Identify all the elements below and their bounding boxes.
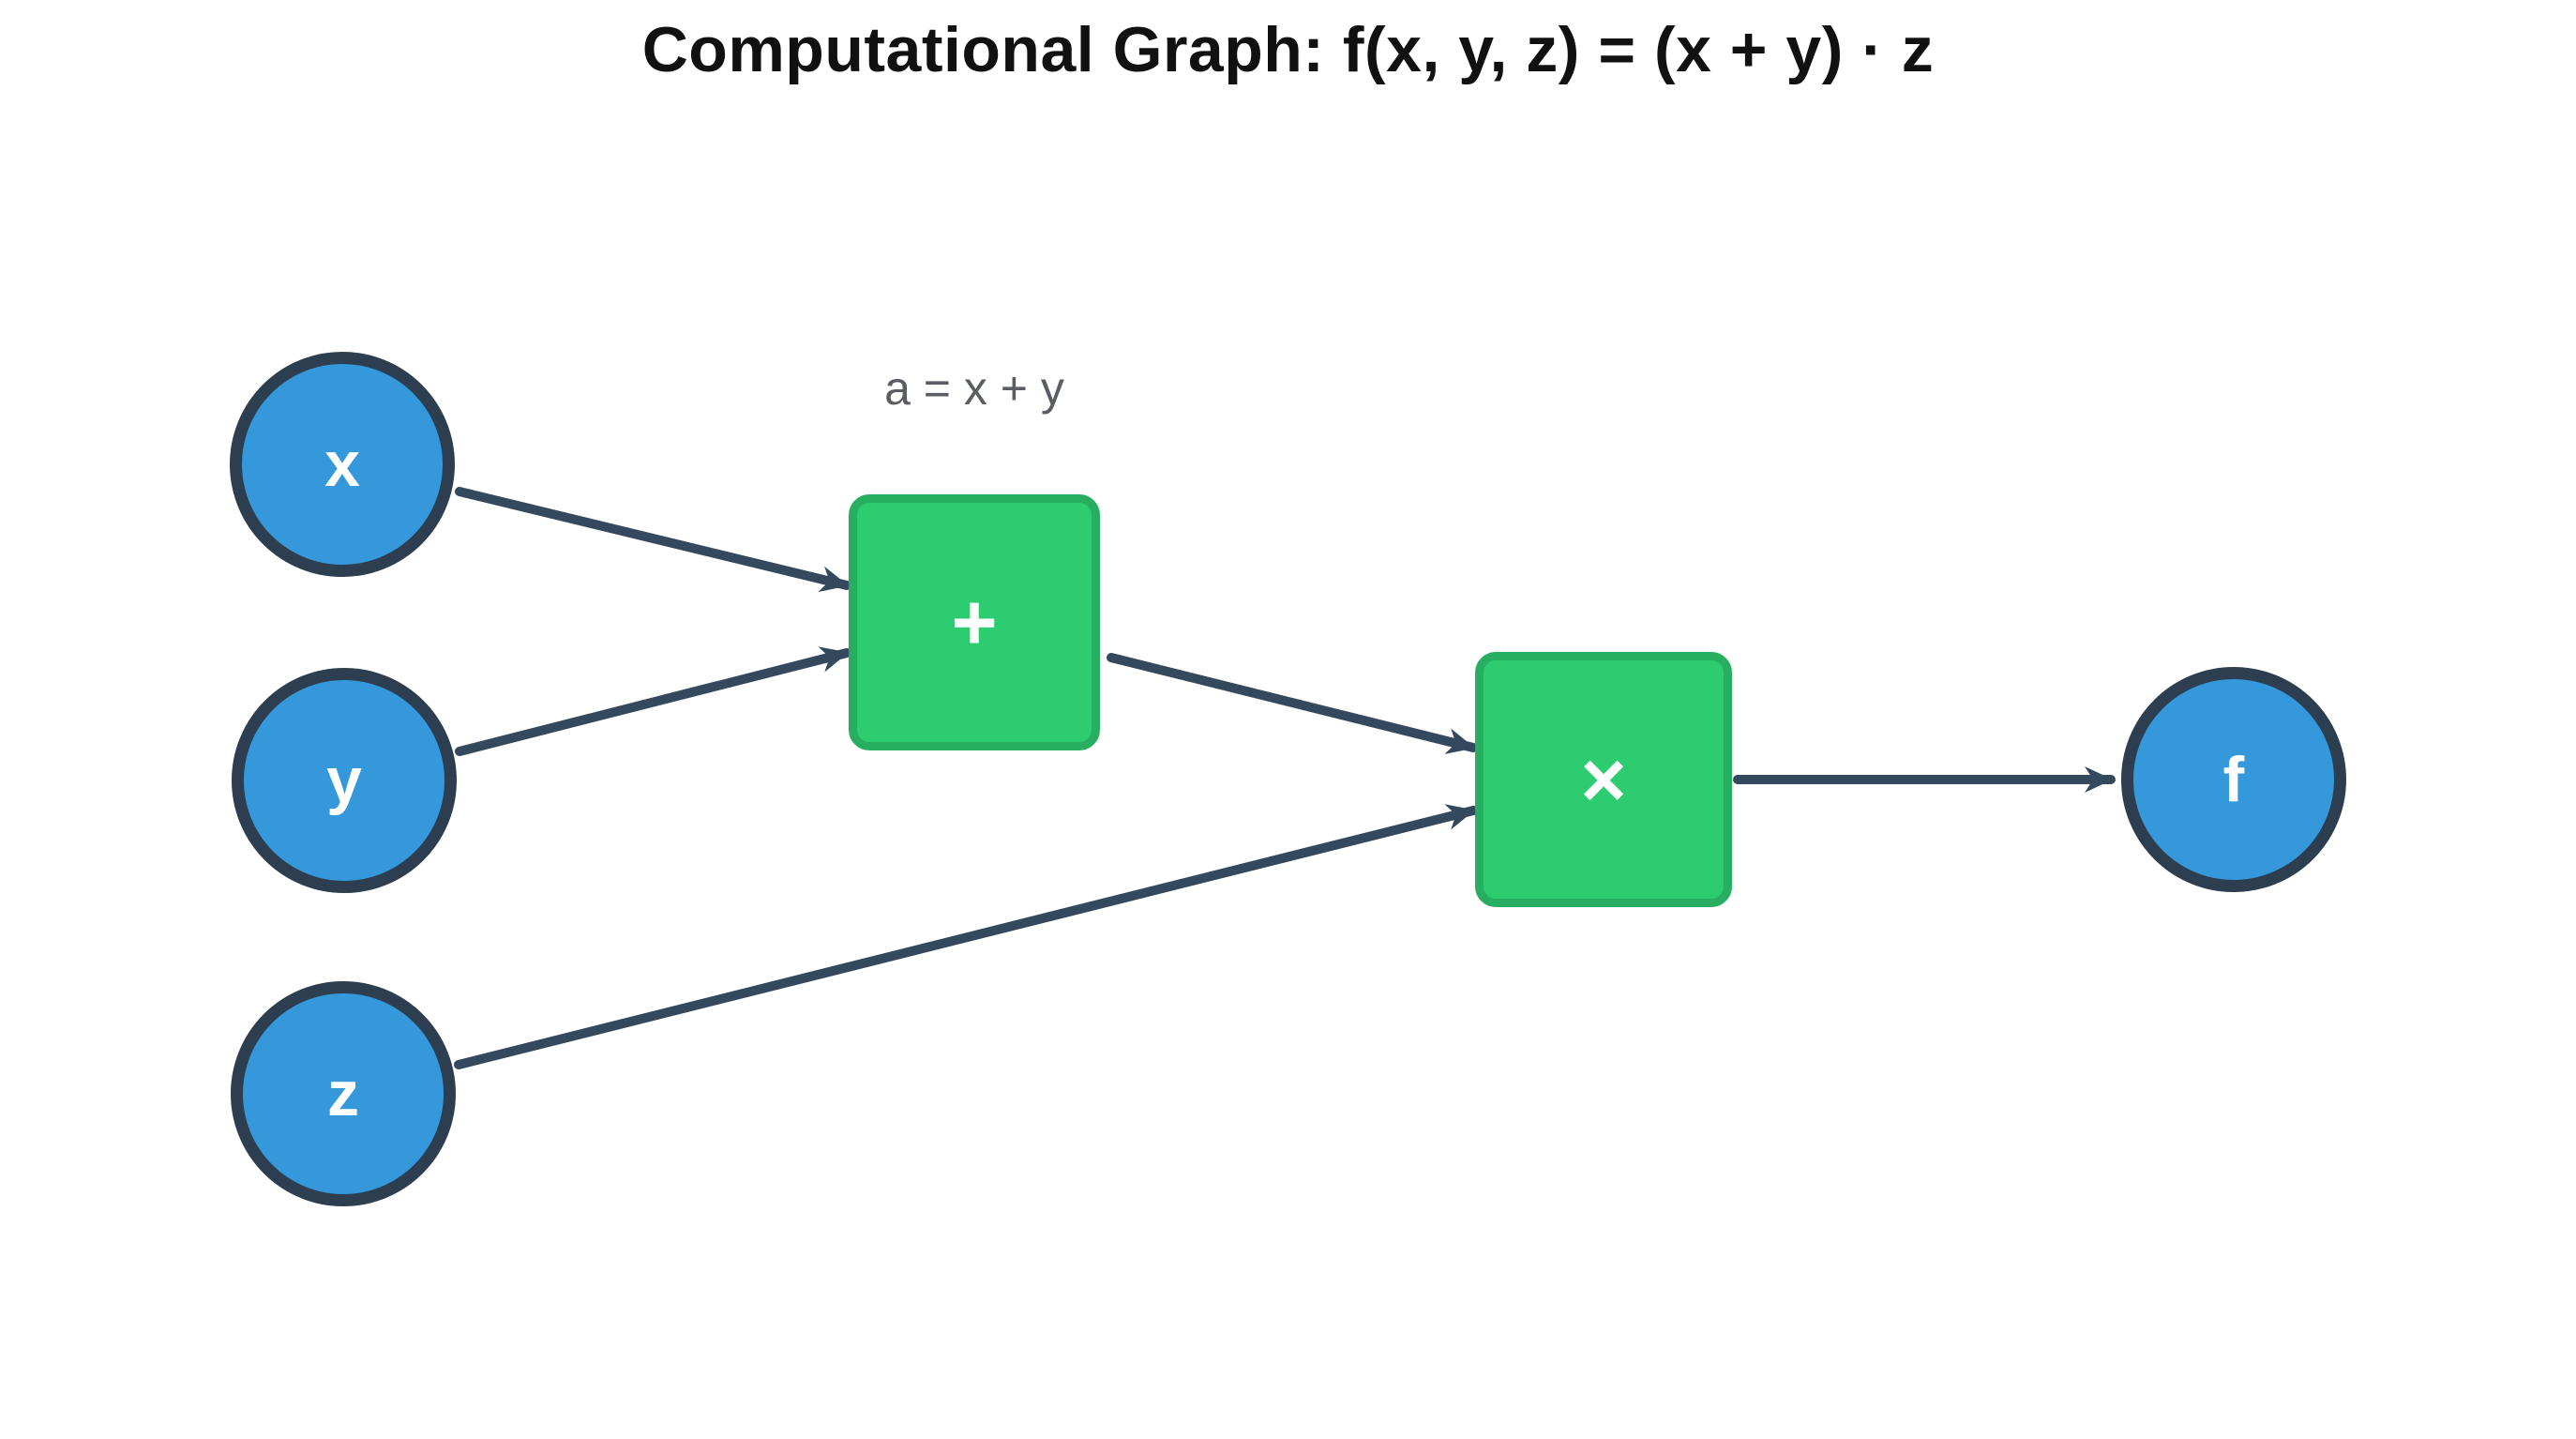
diagram-title: Computational Graph: f(x, y, z) = (x + y… bbox=[641, 14, 1935, 85]
input-node-z: z bbox=[231, 981, 456, 1206]
input-node-x: x bbox=[230, 352, 455, 577]
edge-z-to-times bbox=[454, 804, 1478, 1069]
plus-node-annotation: a = x + y bbox=[884, 362, 1064, 415]
node-label-x: x bbox=[324, 429, 360, 500]
plus-icon: + bbox=[951, 578, 998, 666]
operation-node-multiply: × bbox=[1475, 652, 1732, 907]
input-node-y: y bbox=[232, 668, 457, 893]
node-label-f: f bbox=[2222, 744, 2245, 815]
operation-node-add: + bbox=[849, 494, 1100, 750]
edge-y-to-plus bbox=[455, 646, 851, 756]
edge-plus-to-times bbox=[1107, 653, 1478, 754]
node-label-z: z bbox=[327, 1058, 359, 1129]
node-label-y: y bbox=[326, 745, 362, 816]
edge-x-to-plus bbox=[455, 487, 851, 593]
multiply-icon: × bbox=[1580, 735, 1627, 824]
output-node-f: f bbox=[2121, 667, 2346, 892]
